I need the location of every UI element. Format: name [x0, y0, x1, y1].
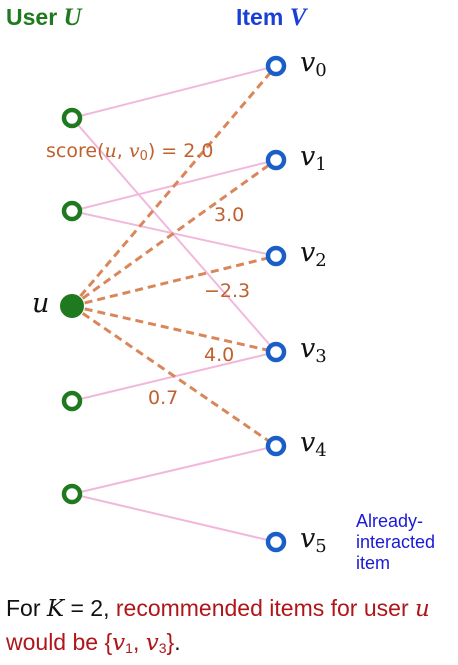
user-node-1 — [61, 200, 83, 222]
caption-k-var: K — [46, 596, 65, 622]
interaction-edge-u4-v4 — [71, 445, 277, 495]
already-interacted-note: Already-interacted item — [356, 511, 436, 573]
interaction-edge-u0-v3 — [71, 117, 277, 353]
item-set-variable: V — [289, 4, 307, 31]
target-user-label: u — [32, 288, 50, 319]
score-edge-v4 — [71, 304, 277, 448]
item-label-sub: 1 — [315, 154, 327, 175]
user-set-header-text: User — [6, 4, 64, 30]
caption-set-close: } — [166, 629, 175, 655]
caption-set-item1-sub: 1 — [125, 640, 133, 656]
score-edge-v3 — [71, 304, 277, 354]
item-set-header: Item V — [236, 4, 306, 32]
item-label-v0: v0 — [300, 49, 327, 80]
user-set-header: User U — [6, 4, 82, 32]
item-label-base: v — [300, 333, 316, 364]
score-item-sub: 0 — [139, 149, 148, 164]
interaction-edge-u4-v5 — [71, 493, 277, 543]
score-user-var: u — [104, 140, 117, 162]
score-formula-value: 2.0 — [183, 140, 214, 162]
score-edge-v1 — [71, 158, 277, 308]
score-value-v4: 0.7 — [148, 387, 179, 409]
user-node-3 — [61, 390, 83, 412]
interaction-edge-u0-v0 — [71, 65, 277, 119]
score-formula-label: score(u, v0) = 2.0 — [46, 140, 214, 164]
item-label-base: v — [300, 141, 316, 172]
score-edge-v2 — [71, 254, 277, 308]
caption-would-be: would be — [6, 629, 105, 655]
item-label-base: v — [300, 237, 316, 268]
caption-highlight: recommended items for user — [115, 595, 415, 621]
score-value-v1: 3.0 — [214, 204, 245, 226]
item-label-sub: 0 — [315, 60, 327, 81]
item-node-2 — [265, 245, 287, 267]
item-node-5 — [265, 531, 287, 553]
caption-suffix: . — [174, 629, 181, 655]
user-node-4 — [61, 483, 83, 505]
item-label-base: v — [300, 523, 316, 554]
user-set-variable: U — [63, 4, 82, 31]
item-node-1 — [265, 149, 287, 171]
item-label-base: v — [300, 47, 316, 78]
item-label-sub: 3 — [315, 346, 327, 367]
score-edge-v0 — [70, 65, 278, 307]
score-item-var: v — [128, 140, 140, 162]
item-node-4 — [265, 435, 287, 457]
caption-set-open: { — [104, 629, 113, 655]
score-edges — [70, 65, 278, 448]
item-label-v3: v3 — [300, 335, 327, 366]
graph-nodes — [60, 55, 287, 553]
item-set-header-text: Item — [236, 4, 290, 30]
caption-set-item2: v — [145, 630, 159, 656]
item-label-v1: v1 — [300, 143, 327, 174]
caption-k-rest: = 2, — [64, 595, 116, 621]
interaction-edges — [71, 65, 277, 543]
interaction-edge-u1-v2 — [71, 210, 277, 257]
caption-set-item1: v — [112, 630, 126, 656]
item-label-sub: 4 — [315, 440, 327, 461]
score-func: score — [46, 140, 98, 162]
score-value-v3: 4.0 — [204, 344, 235, 366]
user-node-0 — [61, 107, 83, 129]
item-label-v5: v5 — [300, 525, 327, 556]
caption-set-item2-sub: 3 — [158, 640, 167, 656]
caption-user-var: u — [415, 596, 430, 622]
caption: For K = 2, recommended items for user u … — [6, 592, 456, 665]
item-label-sub: 2 — [315, 250, 327, 271]
item-node-3 — [265, 341, 287, 363]
item-label-v4: v4 — [300, 429, 327, 460]
item-label-base: v — [300, 427, 316, 458]
item-label-v2: v2 — [300, 239, 327, 270]
item-node-0 — [265, 55, 287, 77]
caption-prefix: For — [6, 595, 47, 621]
item-label-sub: 5 — [315, 536, 327, 557]
user-node-target — [60, 294, 84, 318]
score-value-v2: −2.3 — [204, 280, 251, 302]
caption-set-sep: , — [132, 629, 146, 655]
